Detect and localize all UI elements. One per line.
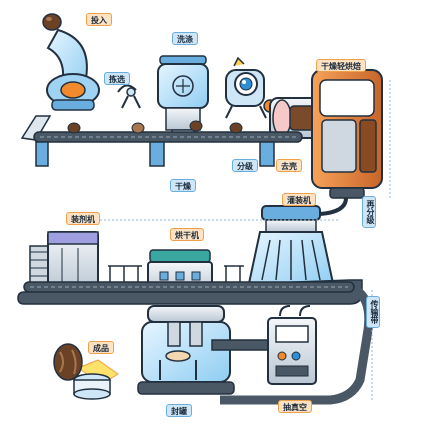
label-seal: 封罐: [166, 404, 192, 417]
label-peel: 去壳: [276, 159, 302, 172]
label-vacuum: 抽真空: [278, 400, 312, 413]
label-product: 成品: [88, 341, 114, 354]
label-pack: 装剂机: [66, 212, 100, 225]
finished-product: [53, 343, 119, 400]
chestnut-falling: [42, 13, 62, 31]
label-freeze-dry: 烘干机: [170, 228, 204, 241]
robot-mascot: [225, 56, 277, 119]
label-convey: 传输带: [366, 296, 380, 328]
packing-machine: [29, 231, 99, 293]
feed-chute: [46, 28, 100, 111]
chestnuts-on-belt: [67, 120, 243, 134]
label-light-dry: 干燥轻烘焙: [316, 59, 366, 72]
sorting-gripper: [117, 84, 141, 109]
flow-connectors: [80, 80, 391, 402]
label-wash: 洗涤: [172, 32, 198, 45]
label-feed: 投入: [86, 13, 112, 26]
light-roaster: [269, 69, 383, 199]
label-dry: 干燥: [170, 179, 196, 192]
label-regrade: 再分级: [362, 196, 376, 228]
vacuum-machine: [267, 305, 317, 385]
top-conveyor: [20, 115, 303, 167]
washing-tank: [157, 55, 209, 141]
side-conveyor: [220, 286, 374, 405]
label-grade: 分级: [232, 159, 258, 172]
label-sort: 拣选: [104, 72, 130, 85]
label-fill: 灌装机: [282, 193, 316, 206]
sealing-machine: [137, 305, 273, 395]
